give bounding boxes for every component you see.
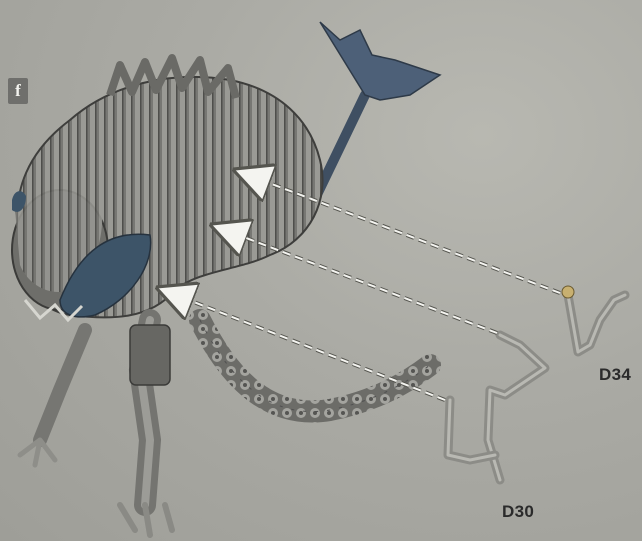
step-label: f bbox=[8, 78, 28, 104]
part-label-d30: D30 bbox=[502, 502, 534, 522]
creature-body bbox=[12, 58, 323, 320]
creature-legs bbox=[20, 320, 172, 535]
part-d30-piece bbox=[448, 335, 545, 480]
part-label-d34: D34 bbox=[599, 365, 631, 385]
part-d34-piece bbox=[562, 286, 625, 352]
tail bbox=[200, 320, 430, 412]
